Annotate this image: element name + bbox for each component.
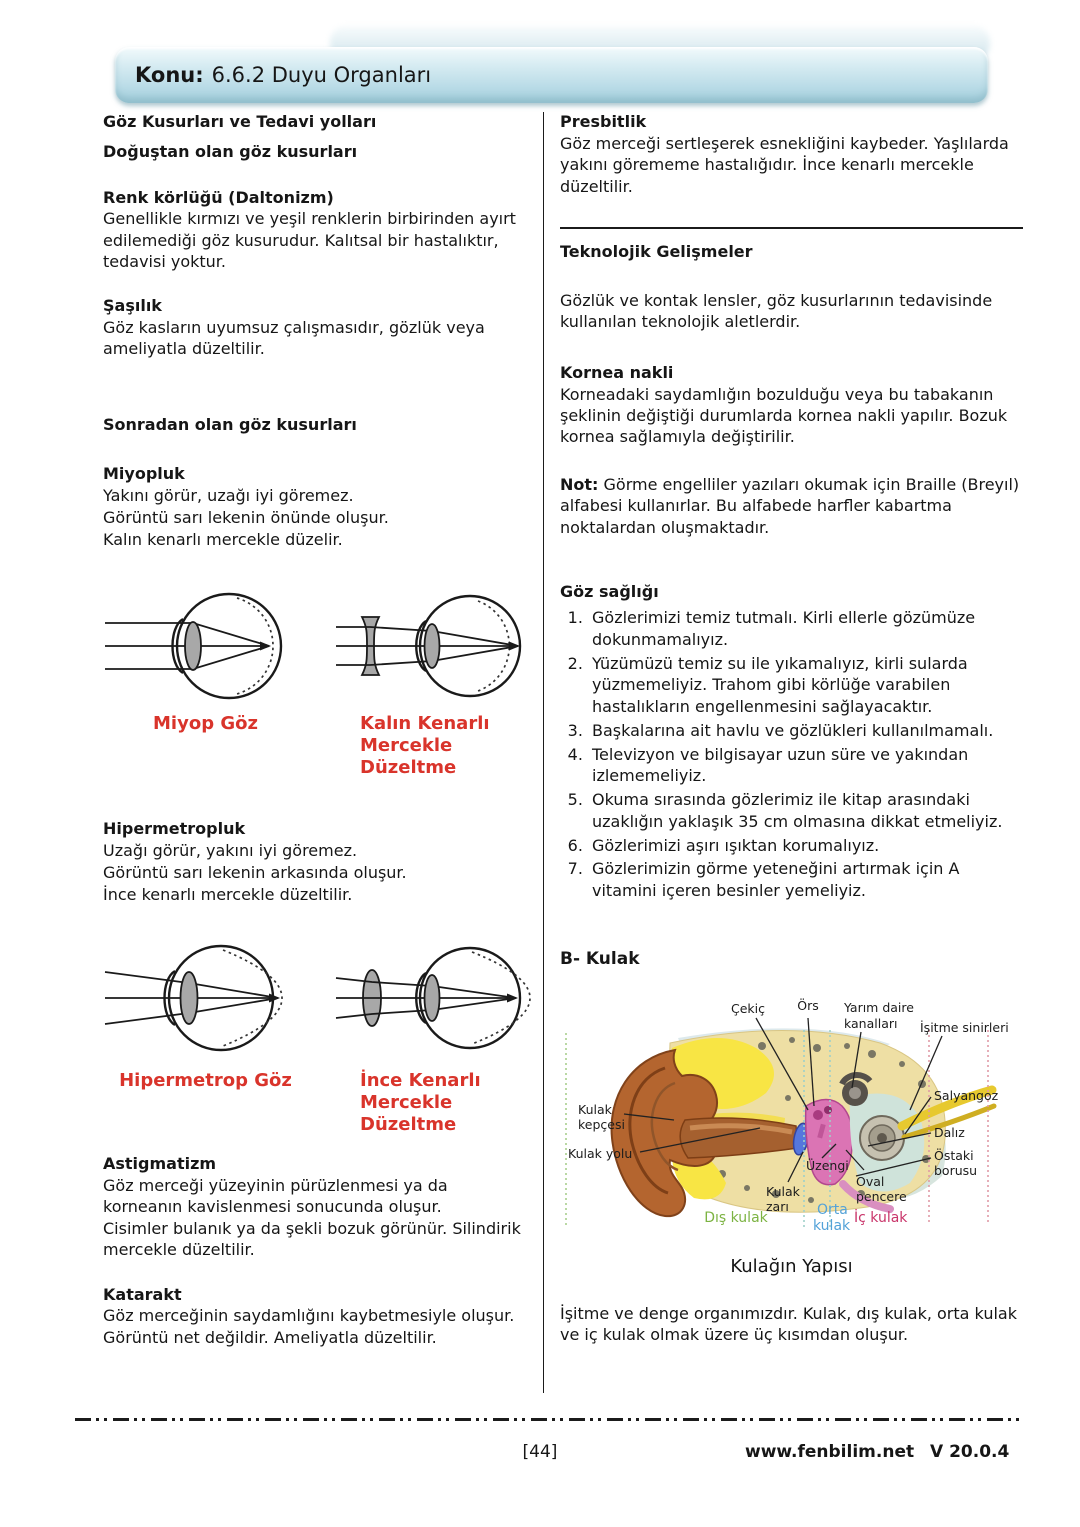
section-rule: [560, 227, 1023, 230]
ear-label-kulak-zari-1: Kulak: [766, 1184, 801, 1199]
eye-health-item: Okuma sırasında gözlerimiz ile kitap ara…: [588, 789, 1023, 833]
ear-label-ors: Örs: [797, 997, 819, 1013]
eye-health-item: Gözlerimizin görme yeteneğini artırmak i…: [588, 858, 1023, 902]
ear-label-cekic: Çekiç: [731, 1001, 765, 1016]
ear-label-isitme-sinirleri: İşitme sinirleri: [920, 1020, 1009, 1035]
eye-health-list: Gözlerimizi temiz tutmalı. Kirli ellerle…: [560, 607, 1023, 902]
miyopluk-line: Yakını görür, uzağı iyi göremez.: [103, 485, 354, 505]
katarakt-line: Göz merceğinin saydamlığını kaybetmesiyl…: [103, 1306, 515, 1326]
miyopluk-line: Kalın kenarlı mercekle düzelir.: [103, 530, 343, 550]
miyop-eye-diagram: Miyop Göz: [103, 581, 308, 735]
ear-label-ostaki-1: Östaki: [934, 1147, 974, 1163]
ear-caption: Kulağın Yapısı: [730, 1255, 853, 1277]
astigmatizm-line: Cisimler bulanık ya da şekli bozuk görün…: [103, 1218, 521, 1260]
ince-kenarli-label-2: Mercekle Düzeltme: [360, 1092, 457, 1135]
not-label: Not:: [560, 474, 599, 494]
ear-label-salyangoz: Salyangoz: [934, 1088, 999, 1103]
miyopluk-heading: Miyopluk: [103, 464, 185, 484]
eye-health-item: Başkalarına ait havlu ve gözlükleri kull…: [588, 720, 1023, 742]
footer-page-number: [44]: [522, 1442, 558, 1462]
column-divider: [543, 112, 544, 1393]
presbitlik-heading: Presbitlik: [560, 112, 647, 131]
hipermetrop-eye-diagram: Hipermetrop Göz: [103, 928, 308, 1092]
sasilik-body: Göz kasların uyumsuz çalışmasıdır, gözlü…: [103, 317, 485, 358]
ear-label-yarim-daire-1: Yarım daire: [843, 1000, 914, 1015]
eye-health-item: Gözlerimizi temiz tutmalı. Kirli ellerle…: [588, 607, 1023, 651]
hipermetropluk-line: Görüntü sarı lekenin arkasında oluşur.: [103, 862, 407, 882]
kulak-body: İşitme ve denge organımızdır. Kulak, dış…: [560, 1303, 1017, 1345]
miyop-diagram-row: Miyop Göz Kalın Kena: [103, 581, 531, 779]
goz-sagligi-heading: Göz sağlığı: [560, 582, 659, 602]
ear-region-orta-kulak-2: kulak: [813, 1218, 851, 1234]
ear-label-oval-2: pencere: [856, 1189, 907, 1204]
ear-label-kulak-yolu: Kulak yolu: [568, 1146, 632, 1161]
kulak-heading: B- Kulak: [560, 948, 640, 969]
footer-site: www.fenbilim.net: [745, 1442, 915, 1462]
sasilik-heading: Şaşılık: [103, 295, 162, 315]
hipermetrop-diagram-row: Hipermetrop Göz İnce: [103, 928, 531, 1136]
ear-label-oval-1: Oval: [856, 1174, 884, 1189]
ear-anatomy-figure: Çekiç Örs Yarım daire kanalları İşitme s…: [565, 997, 1009, 1234]
kornea-body: Korneadaki saydamlığın bozulduğu veya bu…: [560, 384, 1008, 447]
two-column-content: Göz Kusurları ve Tedavi yolları Doğuştan…: [103, 112, 1023, 1393]
left-subtitle-2: Sonradan olan göz kusurları: [103, 415, 357, 435]
footer-version: V 20.0.4: [930, 1442, 1010, 1462]
myopic-eye-figure: [105, 593, 283, 700]
left-subtitle: Doğuştan olan göz kusurları: [103, 141, 358, 161]
hipermetropluk-line: İnce kenarlı mercekle düzeltilir.: [103, 885, 353, 905]
ear-region-boundaries: [565, 1029, 989, 1230]
kalin-kenarli-diagram: Kalın Kenarlı Mercekle Düzeltme: [334, 581, 539, 779]
renk-heading: Renk körlüğü (Daltonizm): [103, 187, 334, 207]
ear-region-dis-kulak: Dış kulak: [704, 1210, 768, 1226]
kornea-heading: Kornea nakli: [560, 362, 674, 382]
not-body: Görme engelliler yazıları okumak için Br…: [560, 474, 1020, 537]
left-title: Göz Kusurları ve Tedavi yolları: [103, 112, 377, 131]
miyopluk-line: Görüntü sarı lekenin önünde oluşur.: [103, 508, 389, 528]
not-paragraph: Not: Görme engelliler yazıları okumak iç…: [560, 474, 1023, 538]
miyop-eye-label: Miyop Göz: [153, 713, 258, 735]
ear-label-kulak-kepcesi-1: Kulak: [578, 1102, 613, 1117]
hipermetropluk-line: Uzağı görür, yakını iyi göremez.: [103, 840, 358, 860]
ear-label-uzengi: Üzengi: [806, 1157, 849, 1173]
ear-labels: Çekiç Örs Yarım daire kanalları İşitme s…: [568, 997, 1009, 1234]
eye-health-item: Televizyon ve bilgisayar uzun süre ve ya…: [588, 744, 1023, 788]
ear-label-kulak-zari-2: zarı: [766, 1199, 789, 1214]
katarakt-heading: Katarakt: [103, 1284, 182, 1304]
teknolojik-heading: Teknolojik Gelişmeler: [560, 242, 753, 262]
ear-leader-lines: [623, 1017, 943, 1183]
topic-banner: Konu: 6.6.2 Duyu Organları: [115, 47, 988, 103]
ear-figure: Çekiç Örs Yarım daire kanalları İşitme s…: [560, 988, 1023, 1277]
ince-kenarli-label-1: İnce Kenarlı: [360, 1070, 481, 1092]
eye-health-item: Yüzümüzü temiz su ile yıkamalıyız, kirli…: [588, 653, 1023, 718]
astigmatizm-heading: Astigmatizm: [103, 1153, 217, 1173]
topic-prefix: Konu:: [135, 63, 204, 87]
hipermetrop-eye-label: Hipermetrop Göz: [119, 1070, 292, 1092]
astigmatizm-line: Göz merceği yüzeyinin pürüzlenmesi ya da…: [103, 1175, 448, 1217]
ince-kenarli-diagram: İnce Kenarlı Mercekle Düzeltme: [334, 928, 539, 1136]
ear-region-orta-kulak-1: Orta: [817, 1202, 848, 1218]
footer-site-version: www.fenbilim.net V 20.0.4: [745, 1442, 1009, 1462]
ear-illustration: [610, 1028, 997, 1217]
katarakt-line: Görüntü net değildir. Ameliyatla düzelti…: [103, 1328, 437, 1348]
ear-label-daliz: Dalız: [934, 1125, 965, 1140]
renk-body: Genellikle kırmızı ve yeşil renklerin bi…: [103, 209, 516, 272]
presbitlik-body: Göz merceği sertleşerek esnekliğini kayb…: [560, 133, 1009, 196]
ear-label-ostaki-2: borusu: [934, 1163, 977, 1178]
concave-lens-correction-figure: [336, 595, 522, 698]
hyperopic-eye-figure: [104, 944, 283, 1052]
teknolojik-body: Gözlük ve kontak lensler, göz kusurların…: [560, 290, 993, 332]
page-title: 6.6.2 Duyu Organları: [211, 63, 432, 87]
ear-label-kulak-kepcesi-2: kepçesi: [578, 1117, 625, 1132]
footer-dashed-rule: [75, 1418, 1020, 1421]
right-column: Presbitlik Göz merceği sertleşerek esnek…: [544, 112, 1023, 1393]
hipermetropluk-heading: Hipermetropluk: [103, 819, 246, 839]
ear-region-ic-kulak: İç kulak: [854, 1208, 908, 1226]
left-column: Göz Kusurları ve Tedavi yolları Doğuştan…: [103, 112, 543, 1393]
eye-health-item: Gözlerimizi aşırı ışıktan korumalıyız.: [588, 835, 1023, 857]
ear-label-yarim-daire-2: kanalları: [844, 1016, 897, 1031]
kalin-kenarli-label-1: Kalın Kenarlı: [360, 713, 490, 735]
convex-lens-correction-figure: [335, 946, 531, 1050]
kalin-kenarli-label-2: Mercekle Düzeltme: [360, 735, 457, 779]
